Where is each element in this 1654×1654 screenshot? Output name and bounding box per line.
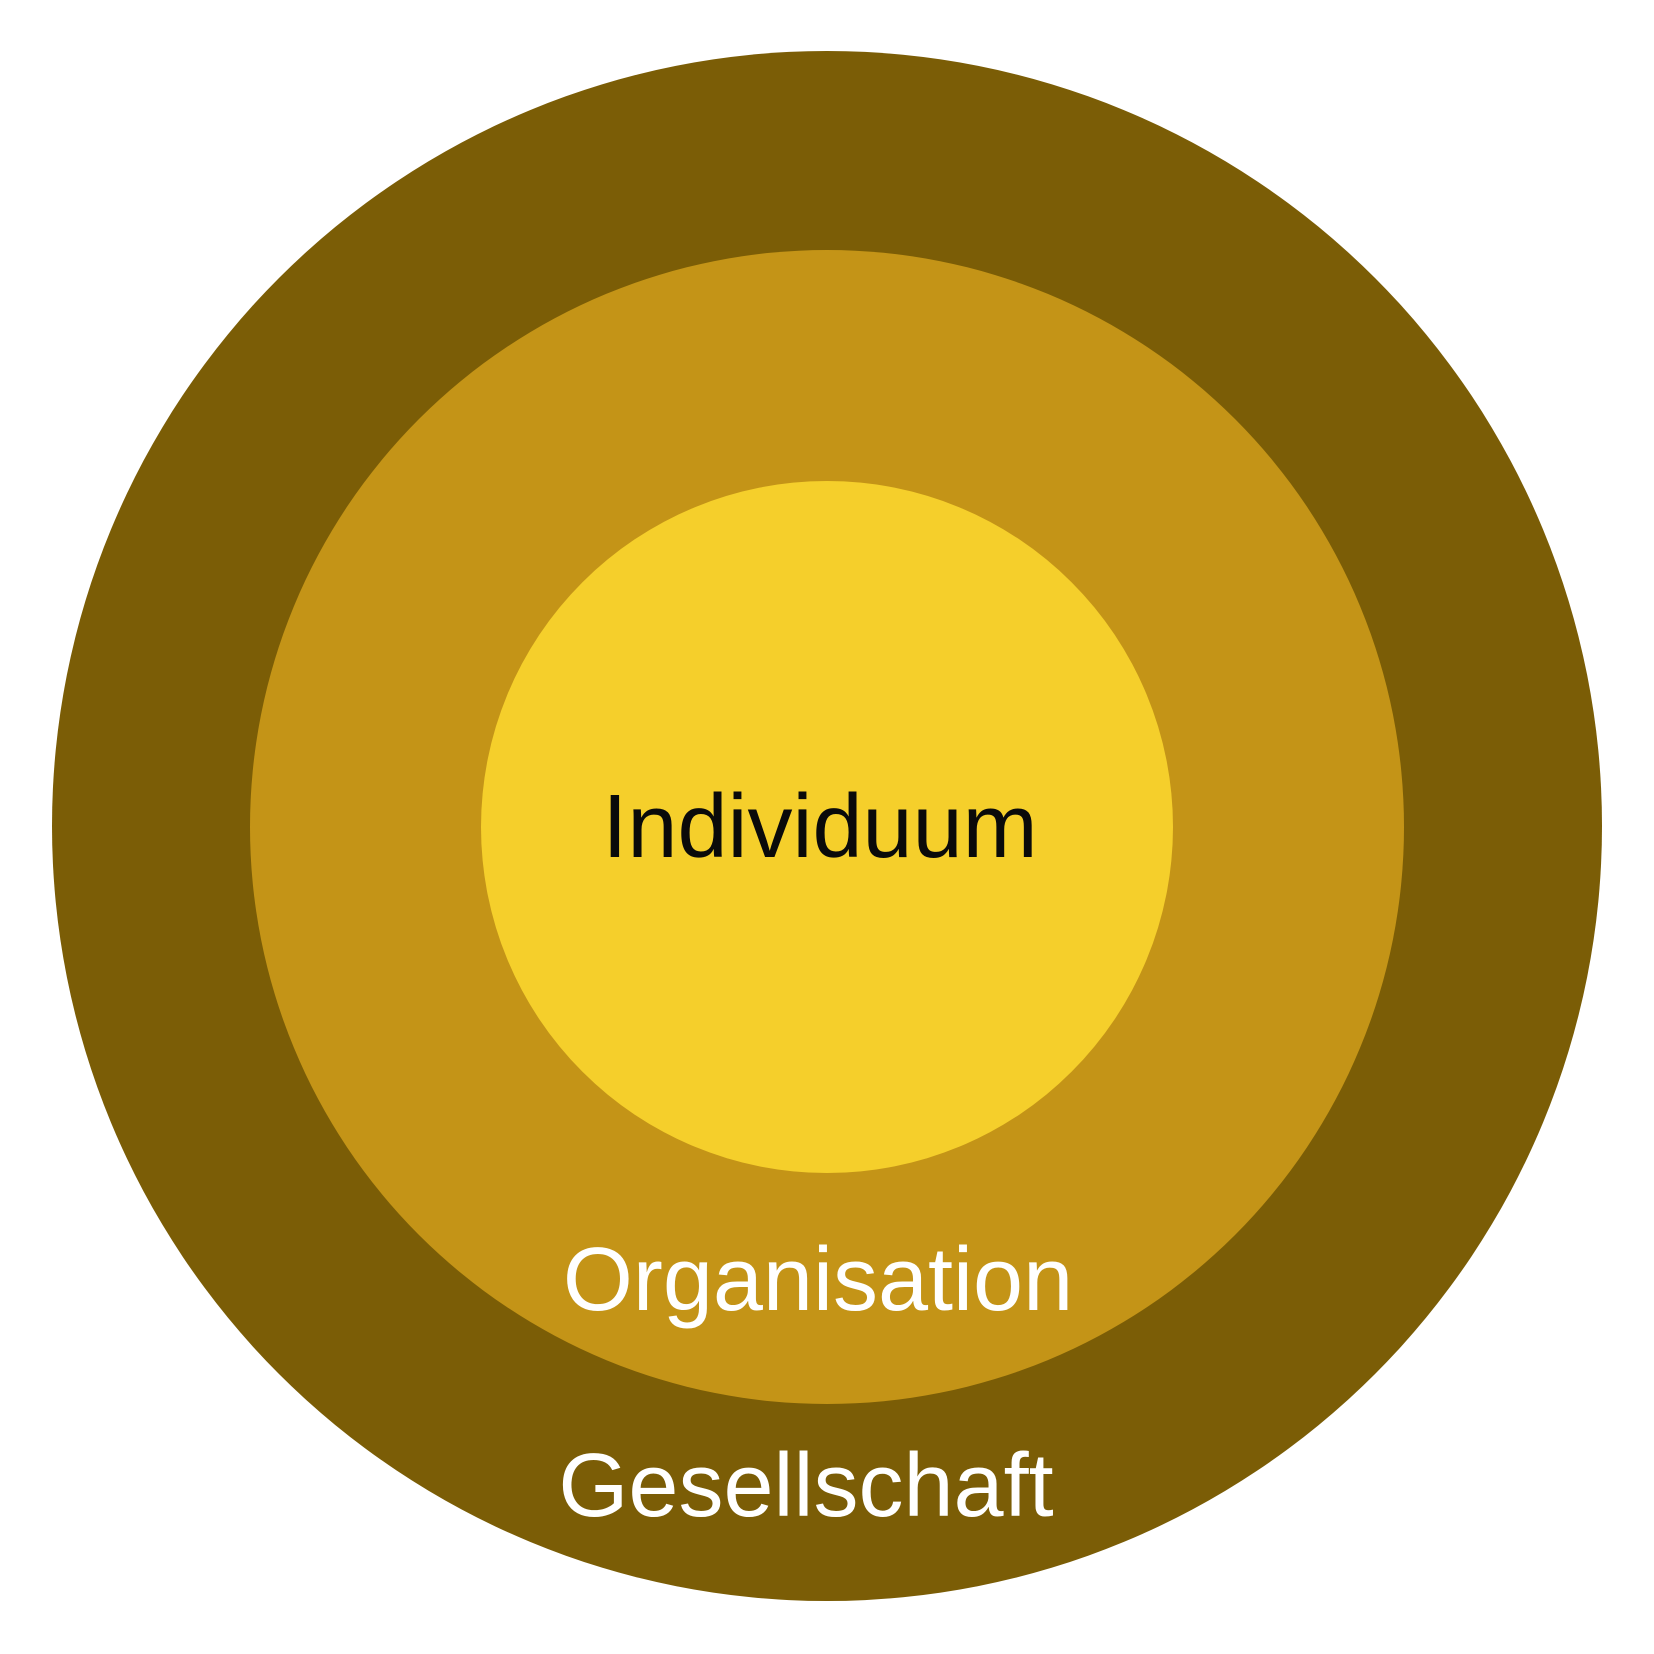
organisation-label: Organisation bbox=[562, 1230, 1074, 1330]
individuum-circle bbox=[481, 481, 1173, 1173]
gesellschaft-label: Gesellschaft bbox=[558, 1436, 1054, 1536]
individuum-label: Individuum bbox=[602, 777, 1038, 877]
